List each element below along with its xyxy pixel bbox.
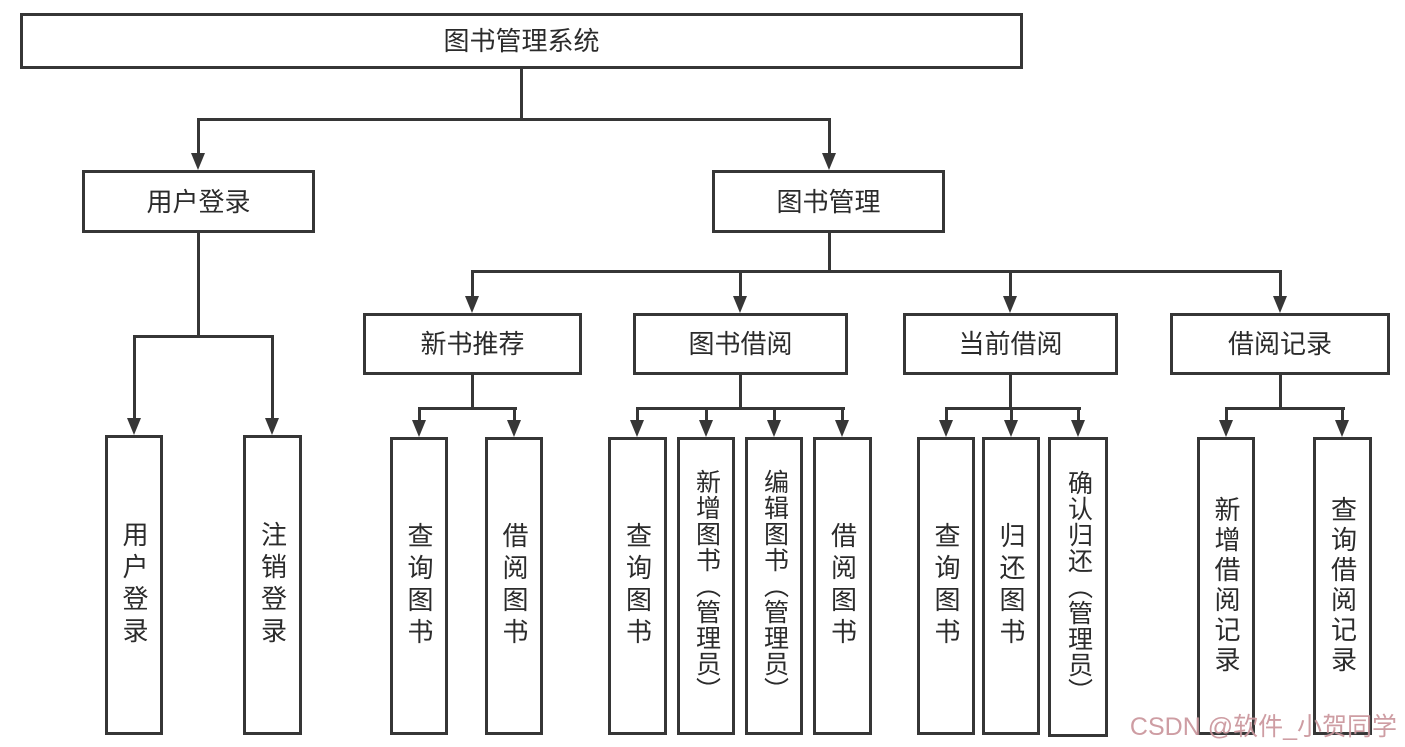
connector-to-book-borrowing xyxy=(739,270,742,297)
connector-user-login-hline xyxy=(133,335,274,338)
leaf-return-books: 归还图书 xyxy=(982,437,1040,735)
node-book-borrowing: 图书借阅 xyxy=(633,313,848,375)
arrow-down-icon xyxy=(822,153,836,170)
connector-leaf xyxy=(513,407,516,421)
connector-current-borrowing-hline xyxy=(945,407,1081,410)
arrow-down-icon xyxy=(1003,296,1017,313)
connector-book-management-hline xyxy=(471,270,1282,273)
node-library-management-system: 图书管理系统 xyxy=(20,13,1023,69)
leaf-borrow-books-borrowing: 借阅图书 xyxy=(813,437,872,735)
connector-user-login-stub xyxy=(197,233,200,335)
connector-leaf xyxy=(1225,407,1228,421)
connector-root-stub xyxy=(520,69,523,120)
arrow-down-icon xyxy=(1335,420,1349,437)
connector-to-book-management xyxy=(828,118,831,154)
connector-to-leaf-user-login xyxy=(133,335,136,419)
node-borrowing-records: 借阅记录 xyxy=(1170,313,1390,375)
connector-borrowing-records-stub xyxy=(1279,375,1282,409)
arrow-down-icon xyxy=(465,296,479,313)
leaf-confirm-return-admin: 确认归还（管理员） xyxy=(1048,437,1108,737)
leaf-add-book-admin: 新增图书（管理员） xyxy=(677,437,735,735)
arrow-down-icon xyxy=(835,420,849,437)
connector-book-borrowing-stub xyxy=(739,375,742,409)
leaf-borrow-books-recommend: 借阅图书 xyxy=(485,437,543,735)
connector-book-borrowing-hline xyxy=(636,407,845,410)
leaf-edit-book-admin: 编辑图书（管理员） xyxy=(745,437,803,735)
connector-to-leaf-logout xyxy=(271,335,274,419)
connector-to-user-login xyxy=(197,118,200,154)
arrow-down-icon xyxy=(767,420,781,437)
connector-leaf xyxy=(1010,407,1013,421)
arrow-down-icon xyxy=(265,418,279,435)
arrow-down-icon xyxy=(1273,296,1287,313)
arrow-down-icon xyxy=(1004,420,1018,437)
node-book-management: 图书管理 xyxy=(712,170,945,233)
csdn-watermark: CSDN @软件_小贺同学 xyxy=(1129,713,1397,741)
connector-leaf xyxy=(841,407,844,421)
connector-leaf xyxy=(1077,407,1080,421)
leaf-query-books-current: 查询图书 xyxy=(917,437,975,735)
connector-leaf xyxy=(1341,407,1344,421)
connector-leaf xyxy=(705,407,708,421)
node-user-login: 用户登录 xyxy=(82,170,315,233)
connector-root-hline xyxy=(197,118,831,121)
connector-to-current-borrowing xyxy=(1009,270,1012,297)
node-current-borrowing: 当前借阅 xyxy=(903,313,1118,375)
arrow-down-icon xyxy=(191,153,205,170)
arrow-down-icon xyxy=(507,420,521,437)
arrow-down-icon xyxy=(733,296,747,313)
connector-current-borrowing-stub xyxy=(1009,375,1012,409)
connector-leaf xyxy=(418,407,421,421)
leaf-query-books-recommend: 查询图书 xyxy=(390,437,448,735)
connector-new-book-hline xyxy=(418,407,517,410)
connector-leaf xyxy=(636,407,639,421)
connector-leaf xyxy=(773,407,776,421)
arrow-down-icon xyxy=(699,420,713,437)
arrow-down-icon xyxy=(630,420,644,437)
arrow-down-icon xyxy=(1219,420,1233,437)
arrow-down-icon xyxy=(939,420,953,437)
connector-to-new-book xyxy=(471,270,474,297)
leaf-add-borrowing-record: 新增借阅记录 xyxy=(1197,437,1255,735)
leaf-query-borrowing-record: 查询借阅记录 xyxy=(1313,437,1372,735)
connector-new-book-stub xyxy=(471,375,474,409)
connector-book-management-stub xyxy=(828,233,831,273)
arrow-down-icon xyxy=(1071,420,1085,437)
leaf-user-login: 用户登录 xyxy=(105,435,163,735)
connector-borrowing-records-hline xyxy=(1225,407,1345,410)
arrow-down-icon xyxy=(127,418,141,435)
leaf-query-books-borrowing: 查询图书 xyxy=(608,437,667,735)
arrow-down-icon xyxy=(412,420,426,437)
leaf-logout: 注销登录 xyxy=(243,435,302,735)
connector-leaf xyxy=(945,407,948,421)
node-new-book-recommendation: 新书推荐 xyxy=(363,313,582,375)
connector-to-borrowing-records xyxy=(1279,270,1282,297)
